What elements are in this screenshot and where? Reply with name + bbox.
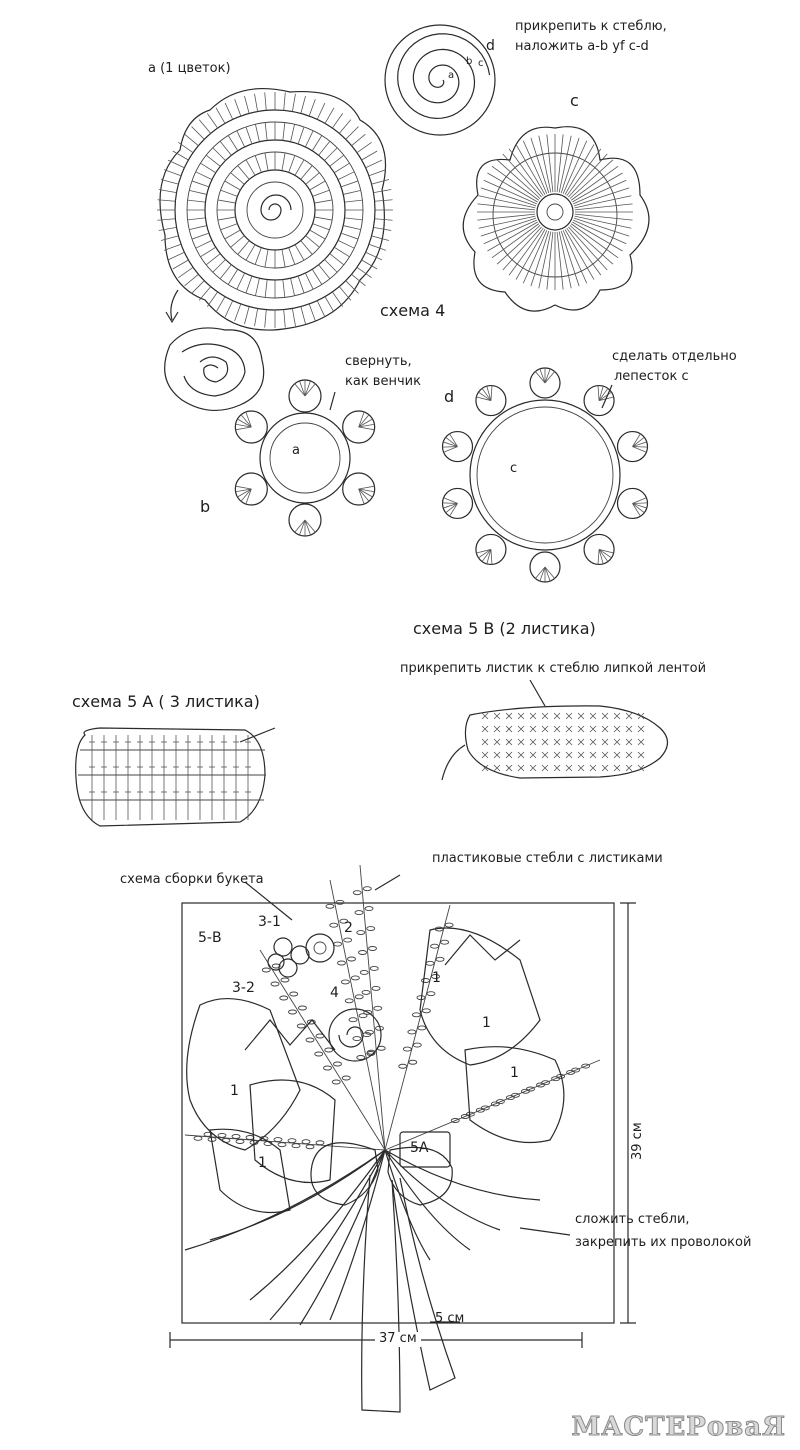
- plastic-stems-note: пластиковые стебли с листиками: [432, 851, 663, 866]
- scheme-4-title: схема 4: [380, 301, 446, 320]
- spiral-chart: [384, 24, 496, 136]
- bouquet-label-2: 2: [344, 920, 353, 936]
- bouquet-label-1-a: 1: [432, 970, 441, 986]
- bouquet-label-5a: 5А: [410, 1140, 429, 1156]
- leaf-attach-note: прикрепить листик к стеблю липкой лентой: [400, 661, 707, 676]
- width-dimension: 37 см: [375, 1331, 421, 1347]
- spiral-label-a: a: [448, 70, 455, 81]
- fold-note-line-2: закрепить их проволокой: [575, 1235, 752, 1250]
- flower-chart-d: [441, 367, 649, 583]
- bouquet-label-1-b: 1: [482, 1015, 491, 1031]
- flower-c-label: c: [570, 91, 579, 110]
- rose-chart-a: [157, 87, 393, 331]
- flower-d-label: d: [444, 387, 455, 406]
- leaf-chart-5a: [75, 727, 276, 827]
- scheme-5a-title: схема 5 А ( 3 листика): [72, 692, 260, 711]
- flower-chart-c: [462, 126, 650, 312]
- bouquet-label-3-2: 3-2: [232, 980, 255, 996]
- flower-chart-b: [234, 379, 376, 537]
- leaf-chart-5b: [441, 679, 669, 781]
- bouquet-assembly: [169, 864, 636, 1413]
- roll-note-line-1: свернуть,: [345, 354, 412, 369]
- bouquet-label-1-c: 1: [510, 1065, 519, 1081]
- fold-note-line-1: сложить стебли,: [575, 1212, 690, 1227]
- height-dimension: 39 см: [630, 1122, 645, 1160]
- attach-note-line-1: прикрепить к стеблю,: [515, 19, 667, 34]
- stem-dimension: 5 см: [435, 1311, 465, 1326]
- flower-b-label: b: [200, 497, 211, 516]
- bouquet-label-1-e: 1: [258, 1155, 267, 1171]
- watermark-logo: МАСТЕРоваЯ: [571, 1412, 786, 1443]
- flower-a-title: а (1 цветок): [148, 61, 231, 76]
- bouquet-label-1-d: 1: [230, 1083, 239, 1099]
- spiral-label-b: b: [466, 56, 473, 67]
- attach-note-line-2: наложить а-b yf c-d: [515, 39, 649, 54]
- bouquet-label-4: 4: [330, 985, 339, 1001]
- bouquet-label-3-1: 3-1: [258, 914, 281, 930]
- rolled-rose-drawing: [164, 327, 265, 411]
- spiral-label-d: d: [486, 38, 495, 54]
- separate-note-line-2: лепесток с: [614, 369, 689, 384]
- flower-b-inner-label: a: [292, 443, 300, 458]
- roll-note-line-2: как венчик: [345, 374, 421, 389]
- flower-d-inner-label: c: [510, 461, 518, 476]
- separate-note-line-1: сделать отдельно: [612, 349, 737, 364]
- spiral-label-c: c: [478, 58, 484, 69]
- assembly-title: схема сборки букета: [120, 872, 264, 887]
- bouquet-label-5b: 5-В: [198, 930, 222, 946]
- scheme-5b-title: схема 5 В (2 листика): [413, 619, 596, 638]
